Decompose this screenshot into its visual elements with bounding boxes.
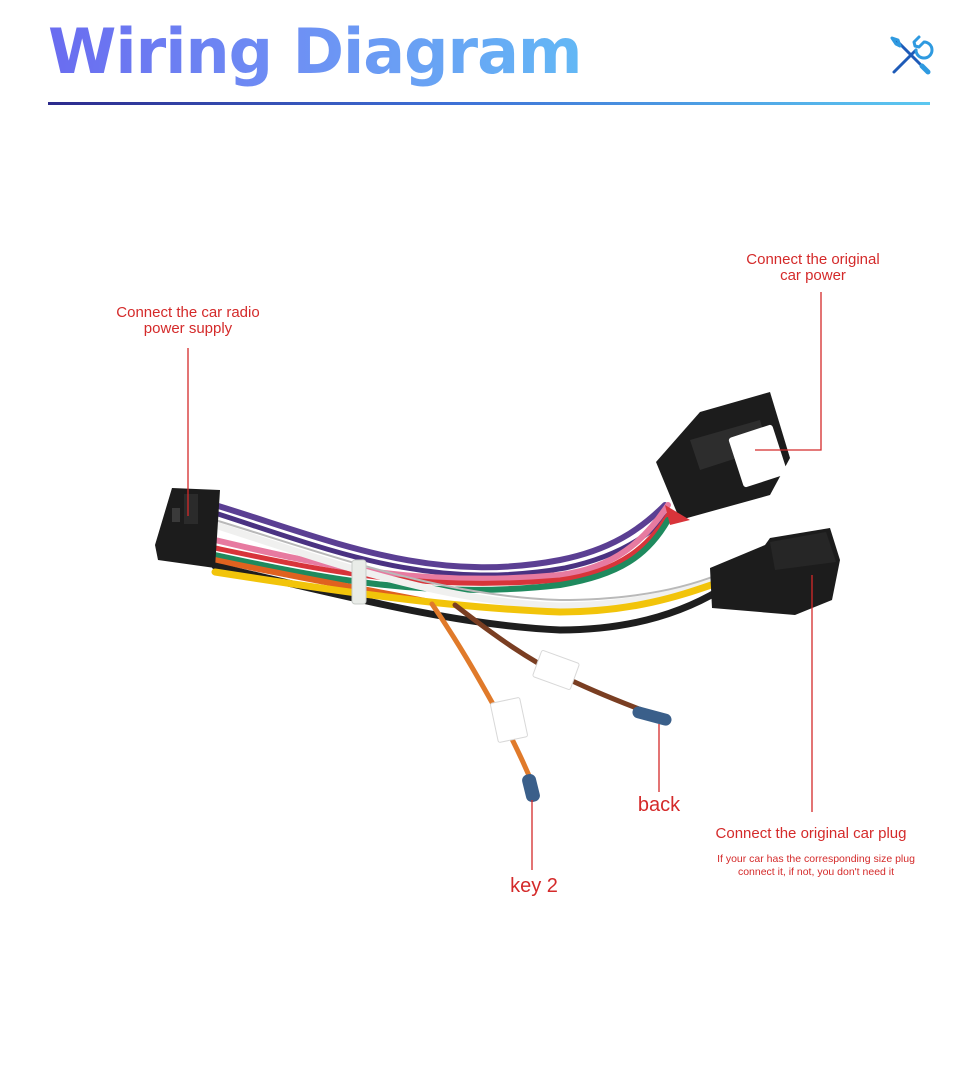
wire-purple bbox=[212, 502, 668, 571]
label-plug-note: If your car has the corresponding size p… bbox=[717, 853, 915, 878]
wire-bundle bbox=[211, 502, 724, 793]
wire-white bbox=[211, 521, 724, 610]
cable-tie bbox=[351, 559, 367, 605]
tag-back bbox=[532, 650, 580, 690]
wire-orange-lead bbox=[429, 601, 538, 793]
page-title: Wiring Diagram bbox=[48, 8, 583, 96]
wire-pink bbox=[212, 502, 671, 582]
label-original-plug: Connect the original car plug bbox=[715, 825, 907, 842]
wire-green bbox=[212, 517, 671, 593]
label-original-power: Connect the original car power bbox=[746, 251, 880, 284]
tools-icon bbox=[890, 35, 934, 75]
label-radio-power: Connect the car radio power supply bbox=[116, 304, 260, 337]
title-divider bbox=[48, 102, 930, 105]
leader-lines bbox=[187, 292, 822, 870]
tag-key2 bbox=[490, 697, 528, 743]
wire-yellow bbox=[211, 568, 724, 616]
wire-red bbox=[212, 509, 673, 586]
label-key2: key 2 bbox=[510, 875, 558, 897]
leader-original-power bbox=[755, 292, 822, 451]
wire-grey bbox=[214, 519, 721, 602]
terminal-back bbox=[632, 706, 672, 726]
label-back: back bbox=[637, 794, 681, 816]
original-plug-connector bbox=[710, 528, 840, 615]
terminal-key2 bbox=[522, 773, 540, 803]
original-power-connector bbox=[656, 392, 790, 525]
